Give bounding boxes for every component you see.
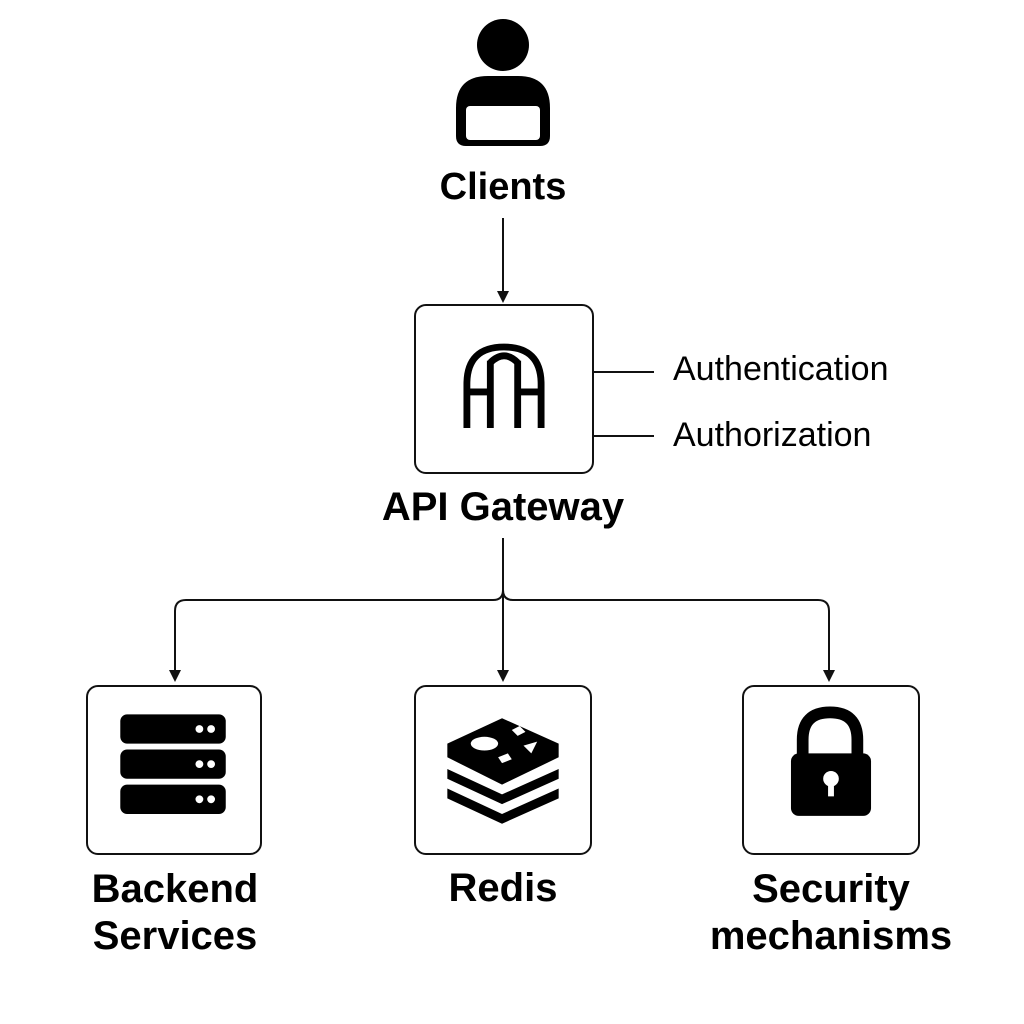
authorization-label: Authorization	[673, 416, 872, 454]
security-mechanisms-label: Security mechanisms	[700, 866, 962, 960]
arrow-gateway-to-backend	[169, 589, 504, 682]
redis-box	[414, 685, 592, 855]
security-box	[742, 685, 920, 855]
server-stack-icon	[120, 714, 226, 814]
backend-services-box	[86, 685, 262, 855]
authentication-label: Authentication	[673, 350, 889, 388]
api-gateway-box	[414, 304, 594, 474]
gateway-arch-icon	[463, 343, 545, 429]
arrow-gateway-to-security	[502, 589, 835, 682]
security-label-line1: Security	[752, 867, 910, 911]
redis-label: Redis	[448, 866, 558, 910]
clients-label: Clients	[439, 166, 567, 208]
api-gateway-label: API Gateway	[381, 485, 625, 529]
user-laptop-icon	[456, 19, 550, 146]
clients-node	[450, 18, 556, 152]
redis-cube-icon	[447, 718, 559, 824]
backend-services-label: Backend Services	[60, 866, 290, 960]
backend-label-line2: Services	[92, 914, 258, 958]
backend-label-line1: Backend	[91, 867, 259, 911]
security-label-line2: mechanisms	[709, 914, 953, 958]
padlock-icon	[790, 706, 872, 816]
